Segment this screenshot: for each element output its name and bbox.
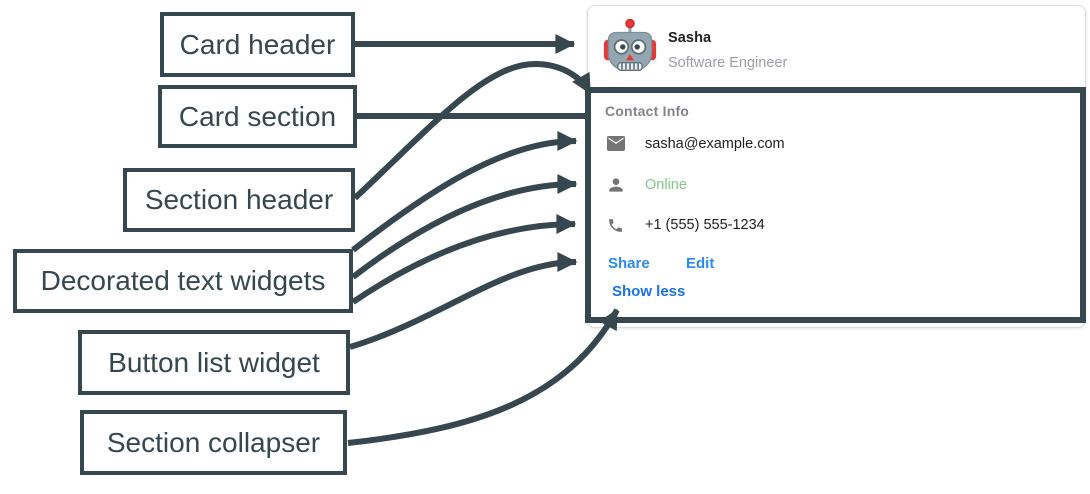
arrow-button-list (349, 252, 578, 350)
person-subtitle: Software Engineer (668, 55, 788, 71)
arrow-section-header (352, 60, 593, 201)
share-button[interactable]: Share (608, 255, 650, 272)
section-header-title: Contact Info (605, 103, 690, 119)
label-card-header: Card header (160, 12, 355, 77)
email-text: sasha@example.com (645, 136, 785, 152)
arrow-status-widget (351, 174, 578, 280)
edit-button[interactable]: Edit (686, 255, 715, 272)
contact-card: Sasha Software Engineer Contact Info sas… (587, 5, 1086, 328)
robot-avatar-icon (603, 18, 657, 71)
arrow-section-collapser (347, 308, 620, 446)
section-collapser-button[interactable]: Show less (612, 283, 686, 300)
label-section-collapser: Section collapser (80, 410, 347, 475)
email-icon (607, 136, 625, 151)
phone-icon (609, 219, 622, 232)
phone-row: +1 (555) 555-1234 (588, 215, 1085, 237)
arrow-phone-widget (351, 214, 577, 305)
status-text: Online (645, 177, 687, 193)
phone-text: +1 (555) 555-1234 (645, 217, 765, 233)
status-row: Online (588, 175, 1085, 197)
person-icon (609, 178, 623, 192)
label-card-section: Card section (158, 85, 357, 148)
person-name: Sasha (668, 30, 712, 46)
arrow-email-widget (351, 131, 578, 253)
label-button-list-widget: Button list widget (78, 330, 350, 395)
button-list: Share Edit (588, 255, 1085, 277)
card-header: Sasha Software Engineer (588, 6, 1085, 86)
label-decorated-text-widgets: Decorated text widgets (13, 249, 353, 313)
label-section-header: Section header (123, 168, 355, 232)
email-row: sasha@example.com (588, 134, 1085, 156)
